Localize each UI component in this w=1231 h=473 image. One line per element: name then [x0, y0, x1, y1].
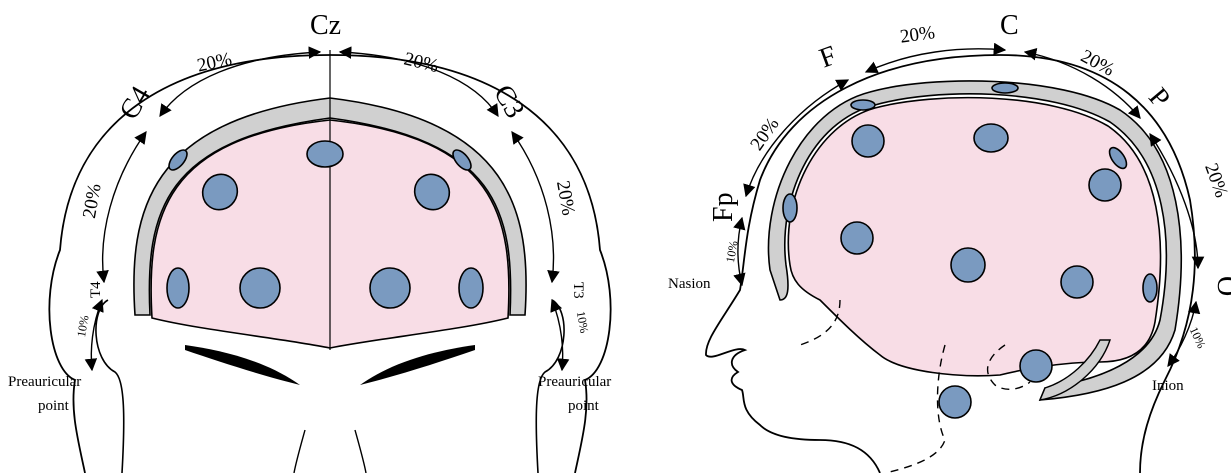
- electrode-f1: [852, 125, 884, 157]
- electrode-c-top: [992, 83, 1018, 93]
- label-cz: Cz: [310, 10, 341, 41]
- pct-f-c: 20%: [899, 22, 937, 48]
- electrode-t3-inner: [370, 268, 410, 308]
- label-preauricular-right-2: point: [568, 398, 600, 414]
- electrode-p2: [1061, 266, 1093, 298]
- electrode-fp: [783, 194, 797, 222]
- label-preauricular-left-1: Preauricular: [8, 374, 81, 390]
- label-c: C: [1000, 10, 1019, 41]
- electrode-f-top: [851, 100, 875, 110]
- pct-o-inion: 10%: [1187, 325, 1209, 351]
- label-preauricular-left-2: point: [38, 398, 70, 414]
- electrode-neck1: [1020, 350, 1052, 382]
- label-inion: Inion: [1152, 378, 1184, 394]
- label-t4: T4: [88, 281, 104, 298]
- label-fp: Fp: [708, 192, 739, 222]
- electrode-c1: [974, 124, 1008, 152]
- pct-p-o: 20%: [1200, 161, 1231, 201]
- electrode-neck2: [939, 386, 971, 418]
- side-view: Fp F C P O Nasion Inion 20% 20% 20% 20% …: [668, 10, 1231, 473]
- front-view: Cz C4 C3 T4 T3 20% 20% 20% 20% 10% 10% P…: [8, 10, 611, 473]
- electrode-c2: [951, 248, 985, 282]
- label-t3: T3: [570, 282, 586, 299]
- electrode-t4-outer: [167, 268, 189, 308]
- label-preauricular-right-1: Preauricular: [538, 374, 611, 390]
- electrode-f2: [841, 222, 873, 254]
- label-p: P: [1142, 82, 1176, 114]
- electrode-t4-inner: [240, 268, 280, 308]
- electrode-t3-outer: [459, 268, 483, 308]
- electrode-o: [1143, 274, 1157, 302]
- label-nasion: Nasion: [668, 276, 711, 292]
- label-o: O: [1211, 276, 1231, 296]
- electrode-cz: [307, 141, 343, 167]
- electrode-p1: [1089, 169, 1121, 201]
- label-f: F: [815, 40, 840, 74]
